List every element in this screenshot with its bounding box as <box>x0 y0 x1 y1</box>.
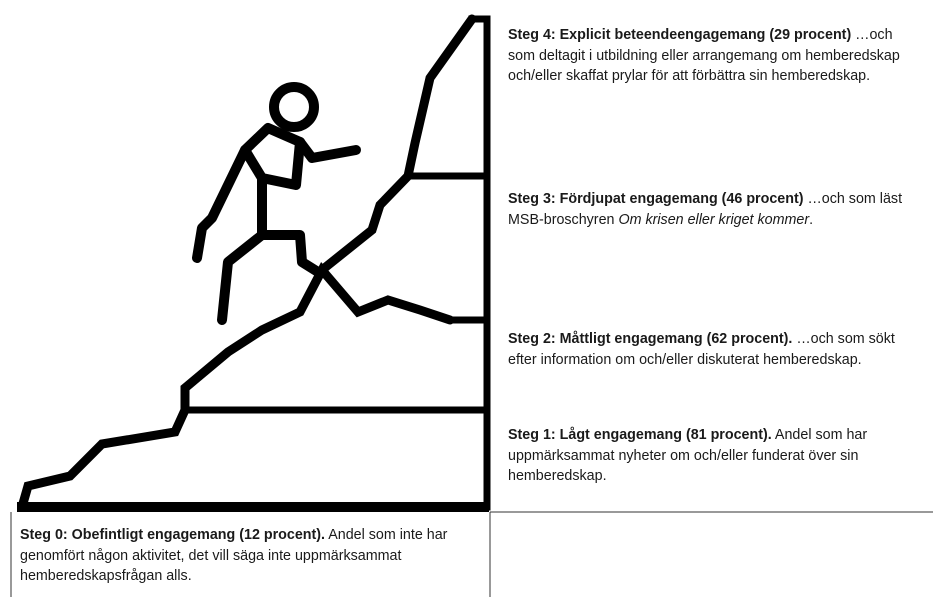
step-0-text: Andel som inte har genomfört någon aktiv… <box>20 527 448 584</box>
step-0-title: Steg 0: Obefintligt engagemang (12 proce… <box>20 527 326 543</box>
box-frames <box>10 511 933 597</box>
step-1-title: Steg 1: Lågt engagemang (81 procent). <box>508 427 772 443</box>
step-2-text: …och som sökt efter information om och/e… <box>508 331 895 368</box>
climber-body-icon <box>240 123 305 190</box>
climber-upper-leg-icon <box>257 173 323 277</box>
climber-rear-arm-icon <box>192 145 250 263</box>
climber-head-icon <box>269 82 319 132</box>
step-4-text: …och som deltagit i utbildning eller arr… <box>508 27 900 84</box>
step-3-emphasis: Om krisen eller kriget kommer <box>618 211 810 228</box>
step-3-text-end: . <box>809 211 814 228</box>
step-4-box: Steg 4: Explicit beteendeengagemang (29 … <box>508 25 923 87</box>
climber-lower-leg-icon <box>217 230 267 325</box>
step-1-box: Steg 1: Lågt engagemang (81 procent). An… <box>508 425 918 487</box>
step-1-text: Andel som har uppmärksammat nyheter om o… <box>508 427 868 484</box>
step-2-box: Steg 2: Måttligt engagemang (62 procent)… <box>508 329 918 370</box>
step-dividers <box>181 15 491 511</box>
step-3-box: Steg 3: Fördjupat engagemang (46 procent… <box>508 189 918 230</box>
climber-front-arm-icon <box>295 137 361 163</box>
mountain-steps-icon <box>17 14 477 512</box>
step-3-text: …och som läst MSB-broschyren <box>508 191 903 228</box>
climber-icon <box>192 82 361 325</box>
step-0-box: Steg 0: Obefintligt engagemang (12 proce… <box>20 525 480 587</box>
step-2-title: Steg 2: Måttligt engagemang (62 procent)… <box>508 331 793 347</box>
step-4-title: Steg 4: Explicit beteendeengagemang (29 … <box>508 27 852 43</box>
step-3-title: Steg 3: Fördjupat engagemang (46 procent… <box>508 191 804 207</box>
